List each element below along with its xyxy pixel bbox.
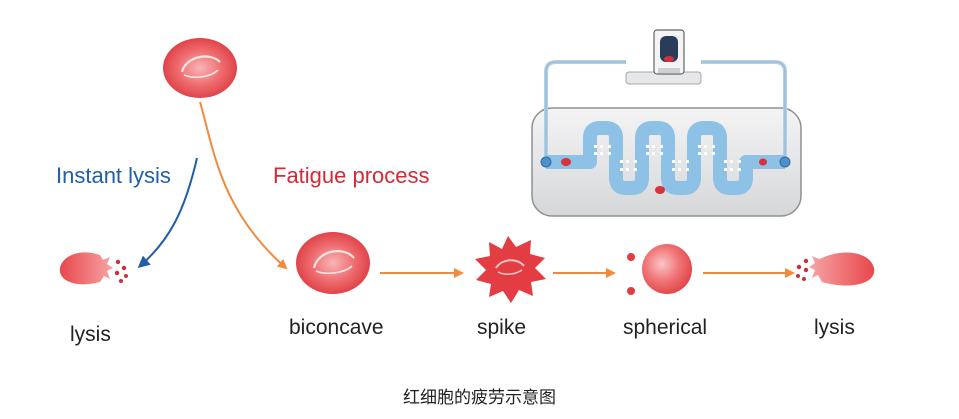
fatigue-process-label: Fatigue process [273,163,430,188]
lysed-cell-icon [59,252,128,285]
figure-caption: 红细胞的疲劳示意图 [403,388,556,408]
spike-cell-icon [475,236,546,303]
lysed-cell-icon [796,252,875,286]
lysis-right-label: lysis [814,316,855,339]
microscope-icon [625,29,702,85]
red-blood-cell-icon [163,38,237,98]
biconcave-label: biconcave [289,316,384,339]
instant-lysis-arrow [137,157,198,268]
lysis-left-label: lysis [70,323,111,346]
spike-label: spike [477,316,527,339]
spherical-label: spherical [623,316,708,339]
spherical-cell-icon [627,244,692,295]
instant-lysis-label: Instant lysis [56,163,171,188]
fatigue-process-arrow [199,101,288,270]
microfluidic-device-icon [531,60,802,217]
biconcave-cell-icon [296,232,370,294]
